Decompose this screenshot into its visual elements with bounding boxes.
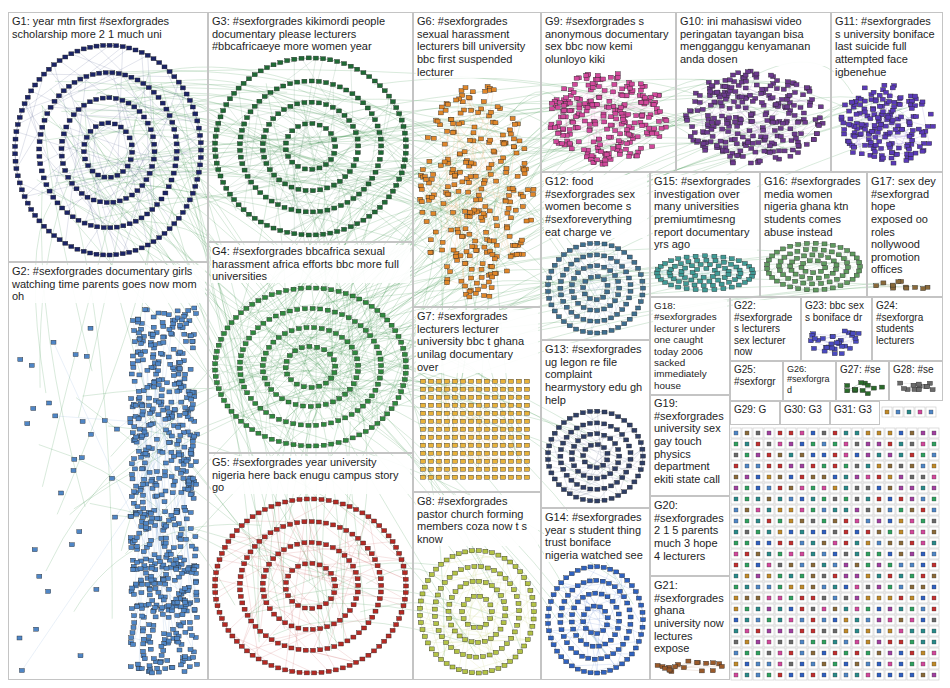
graph-canvas: G1: year mtn first #sexforgrades scholar… xyxy=(0,0,950,688)
